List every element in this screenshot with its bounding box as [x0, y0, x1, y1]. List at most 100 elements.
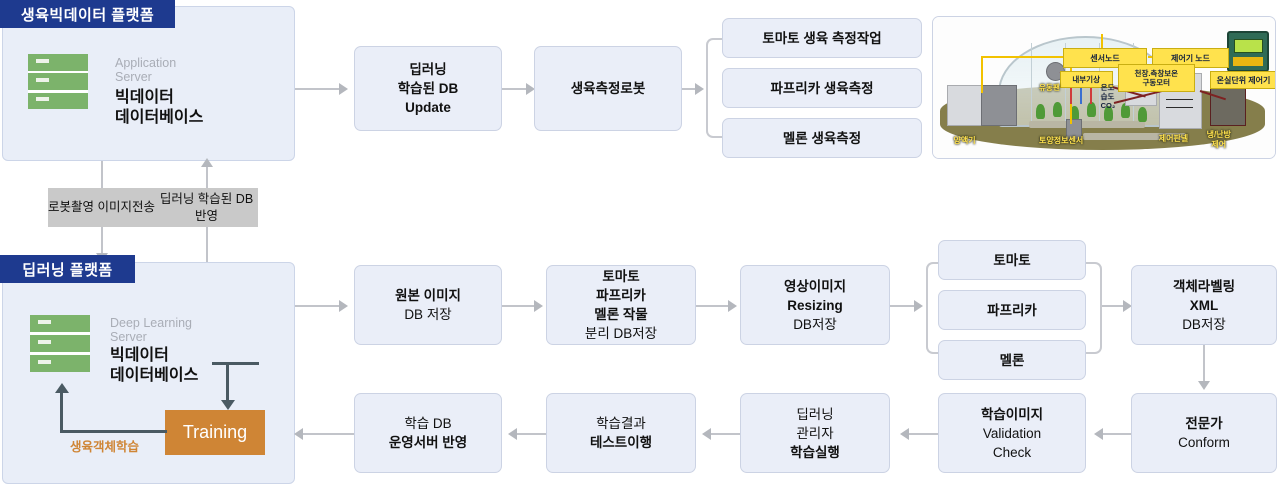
soil-sensor-caption-text: 토양정보센서 — [1039, 136, 1084, 146]
crop-box-paprika[interactable]: 파프리카 — [938, 290, 1086, 330]
fan-caption: 유동팬 — [1039, 82, 1060, 93]
training-box[interactable]: Training — [165, 410, 265, 455]
inner-weather-label: 내부기상 — [1059, 70, 1113, 89]
expert-to-validation-line — [1098, 433, 1131, 435]
sensor-item-co2: CO₂ — [1100, 101, 1116, 111]
deep-update-to-robot-arrowhead — [526, 83, 535, 95]
apply-db-line1: 학습 DB — [404, 416, 452, 431]
split-to-resize-line — [696, 305, 729, 307]
test-run-box[interactable]: 학습결과 테스트이행 — [546, 393, 696, 473]
greenhouse-crop — [1069, 105, 1079, 121]
sensor-node-label: 센서노드 — [1062, 48, 1148, 69]
growth-bigdata-platform-title: 생육빅데이터 플랫폼 — [20, 6, 155, 24]
expert-to-validation-arrowhead — [1094, 428, 1103, 440]
greenhouse-controller-label-text: 온실단위 제어기 — [1216, 75, 1271, 85]
measure-item-melon[interactable]: 멜론 생육측정 — [722, 118, 922, 158]
crop-box-tomato[interactable]: 토마토 — [938, 240, 1086, 280]
hvac-caption-line2: 제어 — [1211, 139, 1227, 149]
sensor-wire — [980, 56, 1104, 59]
greenhouse-illustration-panel: 센서노드 제어기 노드 온실단위 제어기 내부기상 천장.측창보온 구동모터 온… — [932, 16, 1276, 159]
deep-update-line1: 딥러닝 — [409, 62, 447, 77]
greenhouse-bed — [1028, 121, 1146, 129]
deeplearning-platform-title: 딥러닝 플랫폼 — [22, 261, 113, 279]
labeling-line3: DB저장 — [1182, 316, 1226, 332]
measure-item-tomato-label: 토마토 생육 측정작업 — [762, 30, 882, 46]
hvac-caption: 냉/난방 제어 — [1207, 130, 1231, 150]
nutrient-supply-unit — [946, 84, 983, 127]
expert-conform-box[interactable]: 전문가 Conform — [1131, 393, 1277, 473]
object-labeling-xml-box[interactable]: 객체라벨링 XML DB저장 — [1131, 265, 1277, 345]
roof-insulation-line1: 천장.측창보온 — [1134, 68, 1179, 78]
crop-split-line1: 토마토 — [602, 269, 640, 284]
greenhouse-crop — [1138, 107, 1148, 123]
apply-to-platform-arrowhead — [294, 428, 303, 440]
bottom-server-name-line2: 데이터베이스 — [110, 367, 199, 384]
growth-measure-robot-box[interactable]: 생육측정로봇 — [534, 46, 682, 131]
training-box-label: Training — [182, 422, 248, 442]
sensor-wire — [1100, 33, 1103, 60]
labeling-line2: XML — [1189, 297, 1219, 313]
measure-item-melon-label: 멜론 생육측정 — [782, 130, 862, 146]
measure-item-paprika-label: 파프리카 생육측정 — [770, 80, 874, 96]
apply-db-box[interactable]: 학습 DB 운영서버 반영 — [354, 393, 502, 473]
controller-tag — [1232, 56, 1263, 67]
growth-bigdata-platform-header: 생육빅데이터 플랫폼 — [0, 0, 175, 28]
db-reflect-label-line2: DB반영 — [194, 191, 254, 223]
labeling-to-expert-arrowhead — [1198, 381, 1210, 390]
db-reflect-label: 딥러닝 학습된 DB반영 — [155, 188, 258, 227]
top-server-name-line2: 데이터베이스 — [115, 109, 204, 126]
nutrient-caption: 양액기 — [954, 135, 976, 146]
training-exec-box[interactable]: 딥러닝 관리자 학습실행 — [740, 393, 890, 473]
crop-split-line4: 분리 DB저장 — [584, 326, 658, 341]
inner-weather-label-text: 내부기상 — [1072, 74, 1100, 84]
greenhouse-crop — [1052, 101, 1062, 117]
crop-split-db-box[interactable]: 토마토 파프리카 멜론 작물 분리 DB저장 — [546, 265, 696, 345]
exec-to-test-line — [706, 433, 740, 435]
greenhouse-bed — [1083, 132, 1187, 140]
test-run-line2: 테스트이행 — [589, 435, 653, 450]
greenhouse-scene: 센서노드 제어기 노드 온실단위 제어기 내부기상 천장.측창보온 구동모터 온… — [933, 17, 1275, 158]
crops-to-labeling-arrowhead — [1123, 300, 1132, 312]
validation-to-exec-line — [904, 433, 938, 435]
sensor-node-label-text: 센서노드 — [1090, 53, 1120, 63]
validation-to-exec-arrowhead — [900, 428, 909, 440]
deep-update-to-robot-line — [502, 88, 527, 90]
split-to-resize-arrowhead — [728, 300, 737, 312]
crop-box-paprika-label: 파프리카 — [987, 302, 1037, 318]
resizing-db-box[interactable]: 영상이미지 Resizing DB저장 — [740, 265, 890, 345]
hvac-caption-line1: 냉/난방 — [1206, 129, 1231, 139]
crop-box-melon[interactable]: 멜론 — [938, 340, 1086, 380]
top-server-role-line1: Application — [115, 56, 177, 70]
deep-update-line2: 학습된 DB — [397, 81, 459, 96]
top-server-role: Application Server — [115, 56, 265, 84]
training-loop-top-segment — [212, 362, 259, 365]
fan-caption-text: 유동팬 — [1039, 82, 1060, 92]
server-band — [30, 334, 90, 353]
bottom-flow-entry-line — [295, 305, 340, 307]
robot-capture-label: 로봇촬영 이미지전송 — [48, 188, 155, 227]
deep-update-box[interactable]: 딥러닝 학습된 DB Update — [354, 46, 502, 131]
top-flow-entry-arrowhead — [339, 83, 348, 95]
resize-to-crops-line — [890, 305, 915, 307]
validation-check-box[interactable]: 학습이미지 Validation Check — [938, 393, 1086, 473]
raw-image-db-box[interactable]: 원본 이미지 DB 저장 — [354, 265, 502, 345]
robot-capture-label-line2: 이미지전송 — [97, 200, 156, 214]
deep-update-line3: Update — [405, 100, 451, 115]
resizing-line1: 영상이미지 — [783, 278, 847, 294]
raw-to-split-line — [502, 305, 535, 307]
control-panel-caption: 제어판넬 — [1159, 133, 1188, 144]
bottom-server-role-line2: Server — [110, 330, 147, 344]
validation-line2: Validation — [982, 425, 1042, 441]
db-reflect-arrowhead — [201, 158, 213, 167]
bottom-server-role-line1: Deep Learning — [110, 316, 193, 330]
server-icon — [28, 54, 88, 109]
measure-item-paprika[interactable]: 파프리카 생육측정 — [722, 68, 922, 108]
greenhouse-crop — [1104, 105, 1113, 121]
co2-sensor-stem — [1090, 87, 1093, 105]
humidity-sensor-stem — [1080, 87, 1083, 105]
deeplearning-platform-header: 딥러닝 플랫폼 — [0, 255, 135, 283]
measure-item-tomato[interactable]: 토마토 생육 측정작업 — [722, 18, 922, 58]
top-server-name: 빅데이터 데이터베이스 — [115, 88, 275, 128]
nutrient-rack — [980, 84, 1018, 127]
measure-bracket — [706, 38, 724, 138]
